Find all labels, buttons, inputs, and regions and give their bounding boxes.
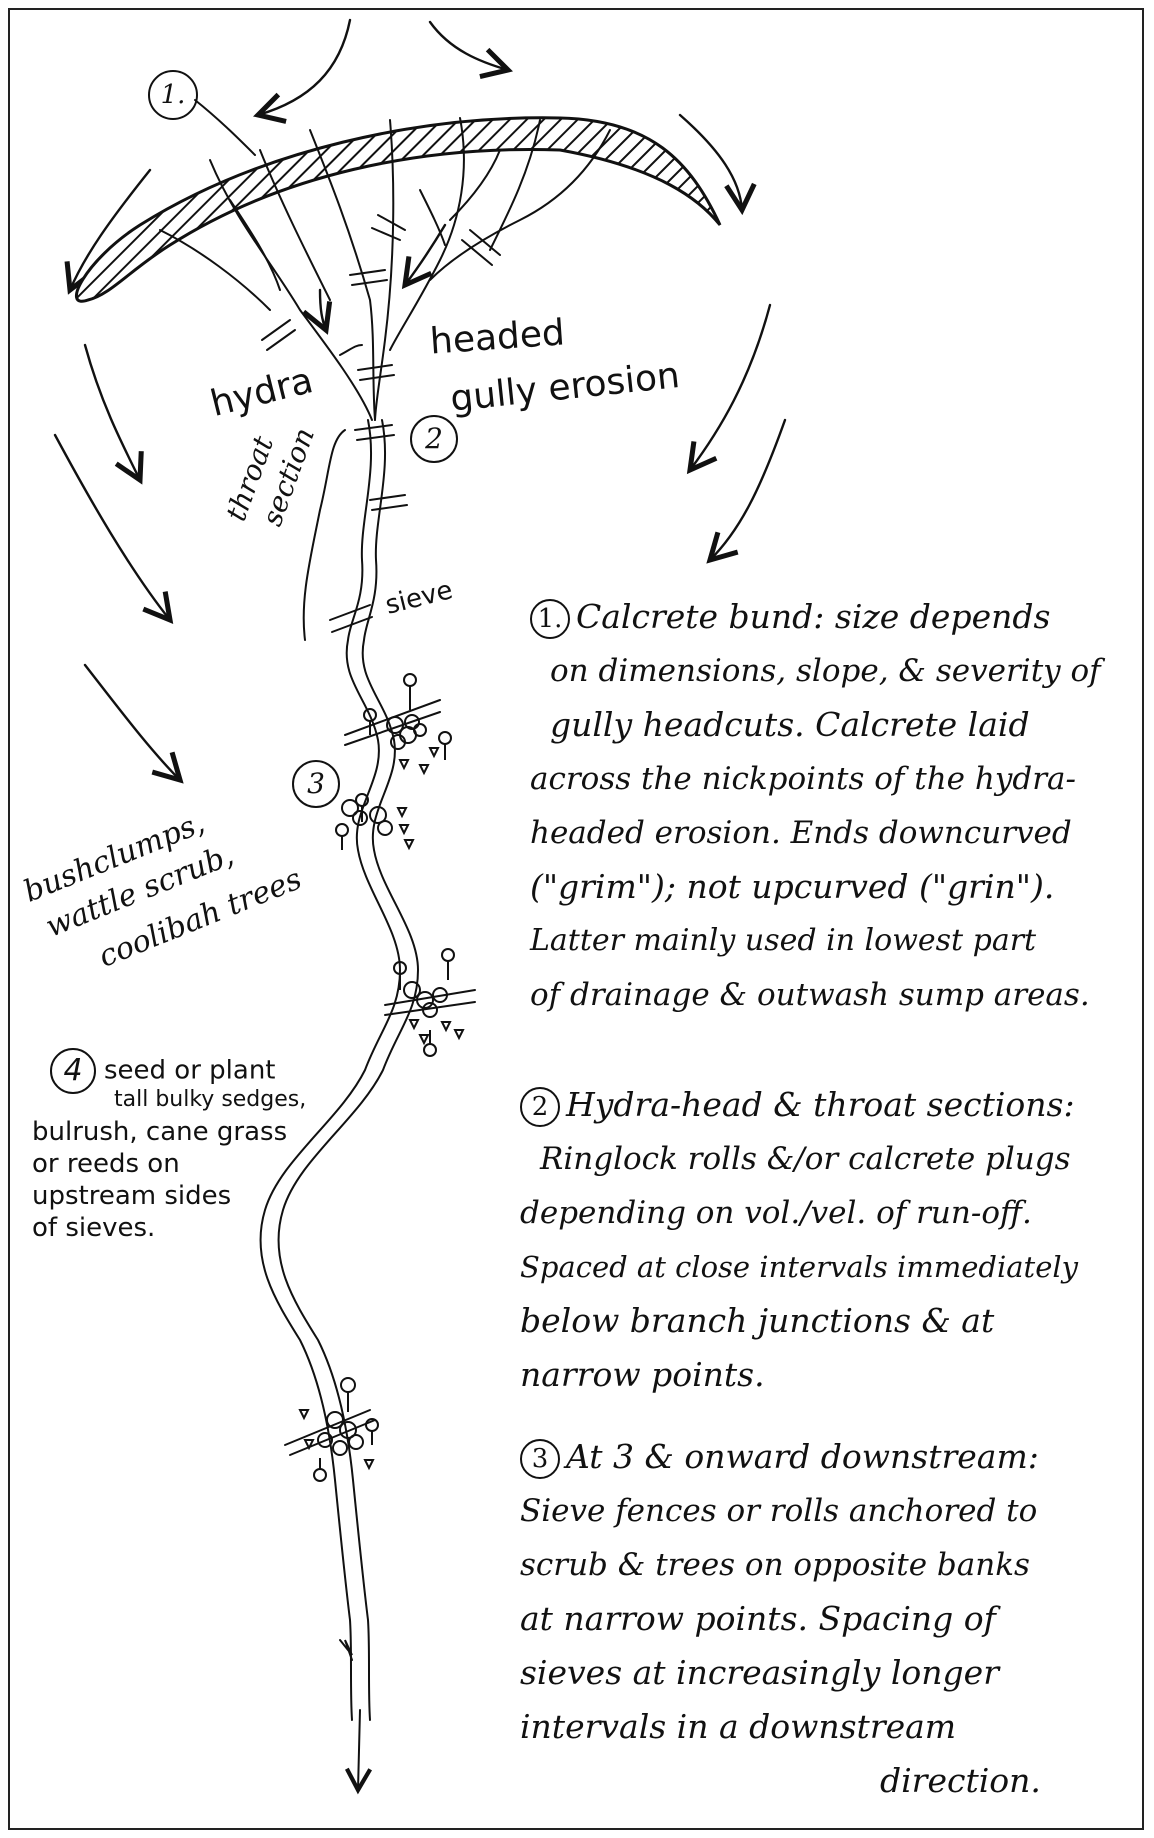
note-4-line-text: seed or plant xyxy=(104,1056,276,1086)
note-2-line: depending on vol./vel. of run-off. xyxy=(520,1186,1078,1240)
note-2-number: 2 xyxy=(520,1087,560,1127)
note-3-line-text: At 3 & onward downstream: xyxy=(566,1437,1039,1476)
marker-1: 1. xyxy=(148,70,198,120)
runoff-arrow xyxy=(710,420,785,560)
outflow-arrow xyxy=(358,1710,360,1790)
note-3-line: intervals in a downstream xyxy=(520,1700,1041,1754)
note-1-line: gully headcuts. Calcrete laid xyxy=(530,698,1101,752)
note-4-line: of sieves. xyxy=(32,1212,306,1244)
note-1-line: across the nickpoints of the hydra- xyxy=(530,752,1101,806)
marker-3: 3 xyxy=(292,760,340,808)
note-4-line: upstream sides xyxy=(32,1180,306,1212)
marker-2-text: 2 xyxy=(425,422,443,455)
runoff-arrow xyxy=(258,20,350,115)
note-4-line: or reeds on xyxy=(32,1148,306,1180)
note-1-number: 1. xyxy=(530,599,570,639)
note-2-line: Spaced at close intervals immediately xyxy=(520,1240,1078,1294)
marker-1-text: 1. xyxy=(161,80,186,110)
note-3-line: Sieve fences or rolls anchored to xyxy=(520,1484,1041,1538)
calcrete-bund xyxy=(76,118,720,301)
runoff-arrow xyxy=(405,225,445,285)
runoff-arrow xyxy=(690,305,770,470)
marker-3-text: 3 xyxy=(307,767,325,800)
note-1-line: 1.Calcrete bund: size depends xyxy=(530,590,1101,644)
note-1-line: on dimensions, slope, & severity of xyxy=(530,644,1101,698)
label-headed: headed xyxy=(429,315,566,360)
marker-2: 2 xyxy=(410,415,458,463)
leader-hydra xyxy=(340,345,362,355)
note-4-number: 4 xyxy=(50,1048,96,1094)
runoff-arrow xyxy=(85,345,140,480)
note-3-line: scrub & trees on opposite banks xyxy=(520,1538,1041,1592)
runoff-arrow xyxy=(430,22,508,70)
note-2-line: Ringlock rolls &/or calcrete plugs xyxy=(520,1132,1078,1186)
note-1-line-text: Calcrete bund: size depends xyxy=(576,597,1050,636)
bush-clump xyxy=(300,1378,378,1481)
note-2-line: below branch junctions & at xyxy=(520,1294,1078,1348)
note-1: 1.Calcrete bund: size depends on dimensi… xyxy=(530,590,1101,1022)
note-3-line: sieves at increasingly longer xyxy=(520,1646,1041,1700)
runoff-arrow xyxy=(55,435,170,620)
gully-branch xyxy=(420,190,445,245)
note-1-line: ("grim"); not upcurved ("grin"). xyxy=(530,860,1101,914)
note-3-line: direction. xyxy=(520,1754,1041,1808)
note-2-line: narrow points. xyxy=(520,1348,1078,1402)
note-4-line: bulrush, cane grass xyxy=(32,1116,306,1148)
runoff-arrow xyxy=(320,290,326,330)
note-3-number: 3 xyxy=(520,1439,560,1479)
runoff-arrow xyxy=(85,665,180,780)
bush-clump xyxy=(336,794,413,850)
note-3-line: at narrow points. Spacing of xyxy=(520,1592,1041,1646)
leader-1 xyxy=(195,100,255,155)
note-2-line-text: Hydra-head & throat sections: xyxy=(566,1085,1075,1124)
note-1-line: headed erosion. Ends downcurved xyxy=(530,806,1101,860)
note-1-line: of drainage & outwash sump areas. xyxy=(530,968,1101,1022)
note-1-line: Latter mainly used in lowest part xyxy=(530,914,1101,968)
